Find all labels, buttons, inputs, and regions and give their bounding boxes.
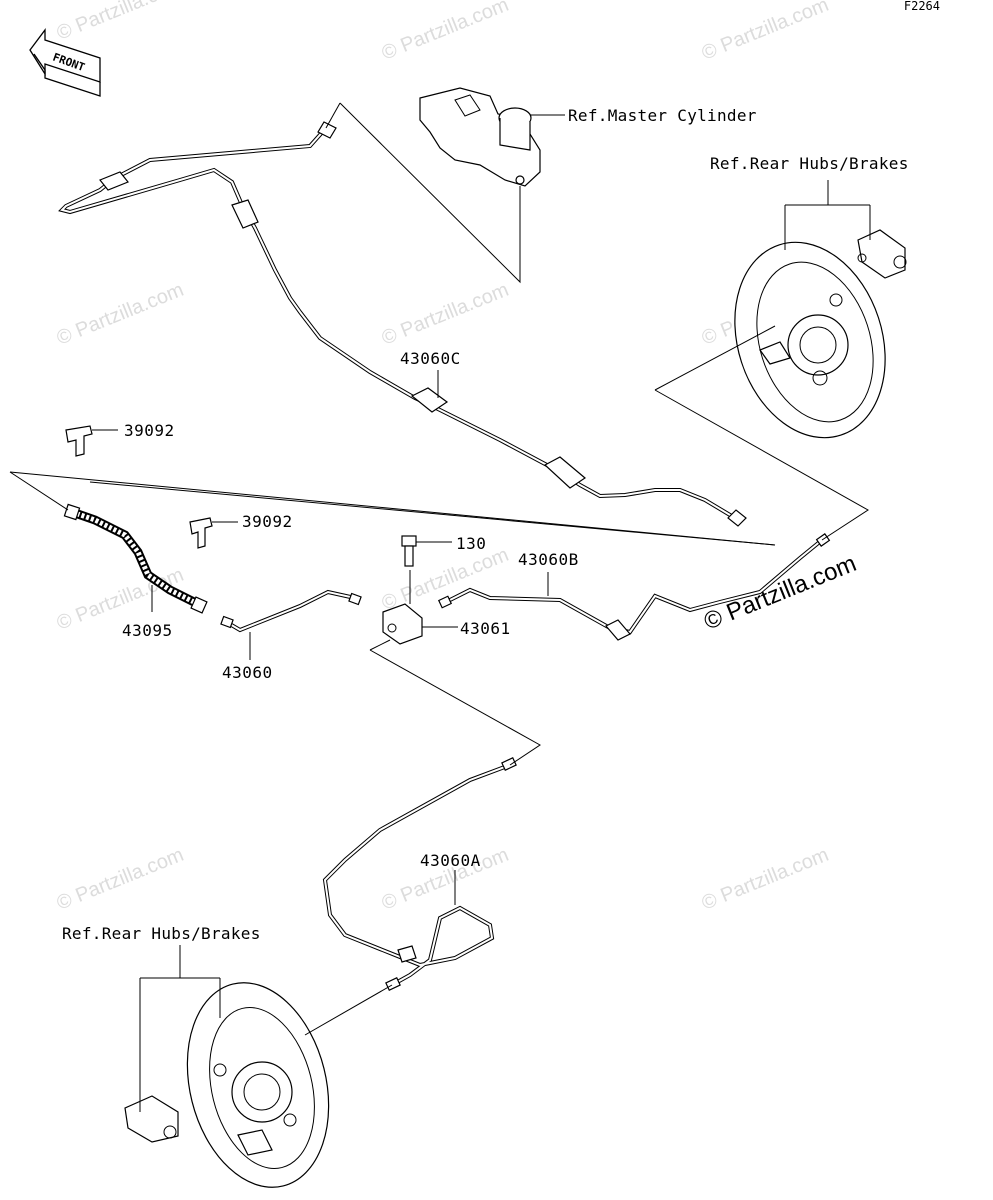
leader-lines bbox=[9, 102, 871, 1112]
master-cylinder-icon bbox=[419, 87, 541, 187]
brake-pipe-43060c bbox=[58, 121, 747, 527]
brake-pipe-43060b bbox=[437, 533, 831, 641]
watermark: © Partzilla.com bbox=[54, 0, 187, 45]
part-label-43060c: 43060C bbox=[400, 349, 461, 368]
part-label-130: 130 bbox=[456, 534, 486, 553]
part-label-39092-mid: 39092 bbox=[242, 512, 293, 531]
figure-code: F2264 bbox=[904, 0, 940, 13]
watermark: © Partzilla.com bbox=[699, 0, 832, 65]
front-arrow-icon: FRONT bbox=[29, 28, 101, 97]
brake-pipe-43060a bbox=[322, 757, 517, 991]
clip-39092-icon bbox=[189, 517, 213, 549]
part-label-43095: 43095 bbox=[122, 621, 173, 640]
watermark: © Partzilla.com bbox=[54, 279, 187, 350]
part-label-43061: 43061 bbox=[460, 619, 511, 638]
watermark: © Partzilla.com bbox=[699, 844, 832, 915]
part-label-43060a: 43060A bbox=[420, 851, 481, 870]
watermark-prominent: © Partzilla.com bbox=[700, 550, 860, 636]
callout-rear-hubs-brakes-bottom: Ref.Rear Hubs/Brakes bbox=[62, 924, 261, 943]
brake-hose-43095 bbox=[63, 503, 208, 614]
rear-brake-drum-icon bbox=[734, 229, 907, 439]
clip-39092-icon bbox=[65, 425, 93, 457]
bolt-130-icon bbox=[401, 535, 417, 567]
rear-brake-drum-icon bbox=[124, 982, 330, 1188]
part-label-43060b: 43060B bbox=[518, 550, 579, 569]
watermark: © Partzilla.com bbox=[379, 0, 512, 65]
callout-rear-hubs-brakes-top: Ref.Rear Hubs/Brakes bbox=[710, 154, 909, 173]
watermark: © Partzilla.com bbox=[54, 844, 187, 915]
callout-master-cylinder: Ref.Master Cylinder bbox=[568, 106, 757, 125]
part-label-43060: 43060 bbox=[222, 663, 273, 682]
brake-pipe-43060 bbox=[220, 589, 362, 633]
watermark: © Partzilla.com bbox=[379, 279, 512, 350]
brake-joint-43061-icon bbox=[382, 603, 423, 645]
part-label-39092-top: 39092 bbox=[124, 421, 175, 440]
